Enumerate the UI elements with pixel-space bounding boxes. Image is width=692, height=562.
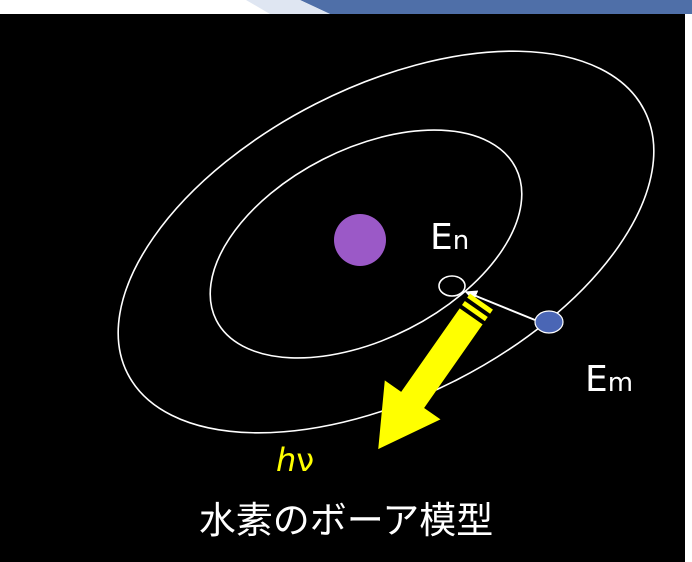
photon-arrow — [378, 293, 493, 450]
photon-arrow-body — [378, 308, 483, 450]
electron-em — [534, 310, 564, 334]
black-panel — [0, 14, 685, 562]
photon-energy-label-h: h — [276, 441, 297, 479]
energy-label-en-sub: n — [452, 226, 470, 256]
photon-energy-label: hν — [276, 444, 314, 476]
photon-energy-label-nu: ν — [296, 441, 315, 479]
energy-label-en: En — [430, 220, 469, 256]
diagram-caption: 水素のボーア模型 — [198, 499, 494, 542]
decorative-stripe — [300, 0, 692, 14]
inner-orbit — [209, 129, 523, 359]
photon-arrow-band-1 — [467, 293, 493, 314]
energy-label-em-main: E — [585, 359, 608, 400]
energy-label-en-main: E — [430, 217, 453, 258]
nucleus — [334, 214, 386, 266]
photon-arrow-band-2 — [461, 300, 488, 322]
energy-label-em-sub: m — [607, 368, 634, 398]
energy-label-em: Em — [585, 362, 633, 398]
outer-orbit — [117, 50, 655, 434]
transition-arrow — [464, 290, 536, 321]
electron-en-position — [438, 275, 466, 297]
decorative-stripe-light — [246, 0, 330, 14]
